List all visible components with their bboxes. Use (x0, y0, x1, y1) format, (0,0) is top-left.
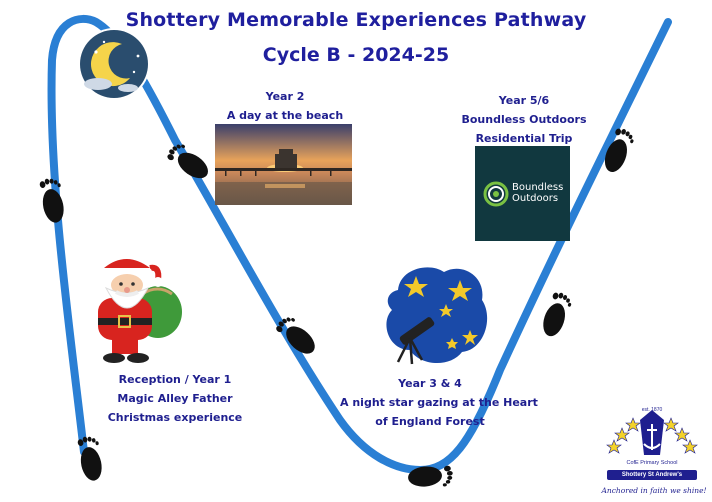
caption-line: Magic Alley Father (117, 392, 233, 405)
caption-line: A night star gazing at the Heart (340, 396, 538, 409)
caption-year56: Year 5/6 Boundless Outdoors Residential … (445, 91, 603, 148)
caption-line: Christmas experience (107, 411, 243, 424)
caption-line: Year 5/6 (498, 94, 550, 107)
school-name: Shottery St Andrew's (607, 470, 697, 480)
boundless-ring-icon (483, 181, 509, 207)
school-established: est. 1870 (641, 407, 663, 413)
school-crest (606, 410, 698, 455)
caption-reception: Reception / Year 1 Magic Alley Father Ch… (90, 370, 260, 427)
beach-pier-photo (215, 124, 352, 205)
footprint-icon (539, 290, 574, 340)
caption-line: Reception / Year 1 (118, 373, 232, 386)
caption-line: Year 2 (265, 90, 305, 103)
caption-year2: Year 2 A day at the beach (200, 87, 370, 125)
boundless-word: Boundless (512, 182, 564, 193)
moon-icon (78, 28, 150, 100)
stargazing-icon (386, 267, 488, 365)
caption-year34: Year 3 & 4 A night star gazing at the He… (340, 374, 538, 431)
caption-line: Residential Trip (475, 132, 573, 145)
school-motto: Anchored in faith we shine! (601, 486, 707, 495)
santa-icon (98, 259, 182, 363)
caption-line: A day at the beach (226, 109, 344, 122)
caption-line: Boundless Outdoors (461, 113, 587, 126)
page-title: Shottery Memorable Experiences Pathway (125, 9, 587, 31)
pathway-line (47, 15, 672, 475)
caption-line: of England Forest (375, 415, 485, 428)
page-subtitle: Cycle B - 2024-25 (262, 44, 450, 66)
boundless-logo: Boundless Outdoors (475, 146, 570, 241)
footprint-icon (75, 434, 107, 483)
caption-line: Year 3 & 4 (398, 377, 462, 390)
school-type: CofE Primary School (626, 460, 678, 466)
outdoors-word: Outdoors (512, 193, 559, 204)
footprint-icon (164, 139, 214, 184)
